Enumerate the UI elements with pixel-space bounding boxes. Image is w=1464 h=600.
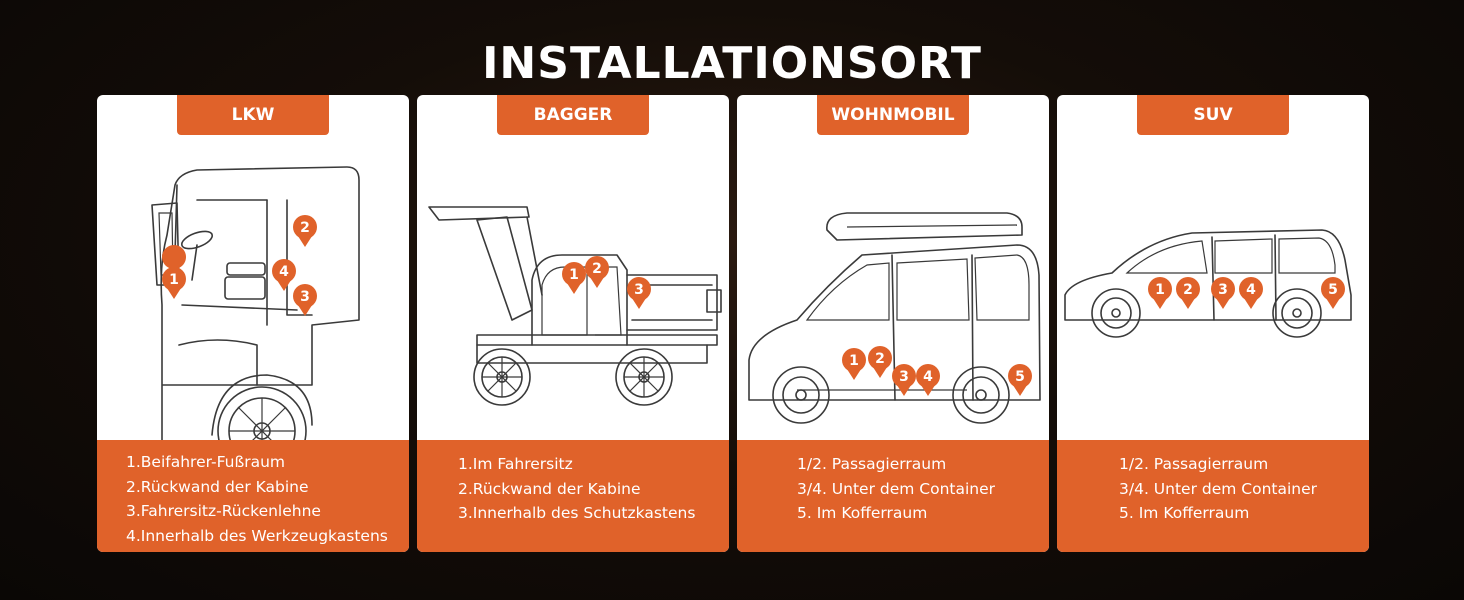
location-item: 1/2. Passagierraum bbox=[797, 455, 947, 473]
pin-marker: 1 bbox=[562, 262, 586, 294]
card-bagger: BAGGER 1 2 3 1.Im Fahrersitz 2.Rückwand … bbox=[417, 95, 729, 552]
card-lkw: LKW 1 2 3 4 1.Beifahrer-Fußraum 2.Rückw bbox=[97, 95, 409, 552]
pin-marker: 3 bbox=[1211, 277, 1235, 309]
pin-label: 5 bbox=[1328, 282, 1338, 298]
van-illustration bbox=[748, 212, 1041, 424]
pin-marker: 5 bbox=[1008, 364, 1032, 396]
pin-label: 1 bbox=[569, 267, 579, 283]
pin-label: 4 bbox=[923, 369, 933, 385]
pin-marker: 5 bbox=[1321, 277, 1345, 309]
pin-marker: 4 bbox=[916, 364, 940, 396]
card-tab-wohnmobil: WOHNMOBIL bbox=[817, 95, 969, 135]
location-item: 3/4. Unter dem Container bbox=[1119, 479, 1318, 498]
pin-marker: 4 bbox=[272, 259, 296, 291]
pin-marker: 1 bbox=[1148, 277, 1172, 309]
location-item: 1/2. Passagierraum bbox=[1119, 455, 1269, 473]
excavator-illustration bbox=[428, 206, 722, 406]
pin-marker: 2 bbox=[585, 256, 609, 288]
pin-label: 1 bbox=[1155, 282, 1165, 298]
pin-label: 3 bbox=[634, 282, 644, 298]
pin-marker: 3 bbox=[892, 364, 916, 396]
pin-label: 3 bbox=[1218, 282, 1228, 298]
pin-marker: 2 bbox=[868, 346, 892, 378]
location-panel: 1/2. Passagierraum 3/4. Unter dem Contai… bbox=[1057, 440, 1369, 552]
pin-marker: 1 bbox=[842, 348, 866, 380]
card-wohnmobil: WOHNMOBIL 1 2 3 4 5 1/2. Passagierraum 3… bbox=[737, 95, 1049, 552]
pin-label: 3 bbox=[899, 369, 909, 385]
location-item: 2.Rückwand der Kabine bbox=[458, 479, 641, 498]
location-panel: 1.Beifahrer-Fußraum 2.Rückwand der Kabin… bbox=[97, 440, 409, 552]
location-item: 3.Fahrersitz-Rückenlehne bbox=[126, 502, 321, 520]
pin-marker: 1 bbox=[162, 245, 187, 299]
card-tab-bagger: BAGGER bbox=[497, 95, 649, 135]
card-suv: SUV 1 2 3 4 5 1/2. Passagierraum 3/4. Un… bbox=[1057, 95, 1369, 552]
pin-label: 2 bbox=[592, 261, 602, 277]
pin-layer: 1 2 3 4 5 bbox=[842, 346, 1032, 396]
pin-label: 5 bbox=[1015, 369, 1025, 385]
suv-illustration bbox=[1064, 229, 1352, 338]
location-item: 5. Im Kofferraum bbox=[1119, 504, 1250, 522]
pin-layer: 1 2 3 4 bbox=[162, 215, 317, 316]
pin-marker: 4 bbox=[1239, 277, 1263, 309]
pin-marker: 2 bbox=[1176, 277, 1200, 309]
pin-label: 2 bbox=[1183, 282, 1193, 298]
location-item: 1.Im Fahrersitz bbox=[458, 455, 573, 473]
pin-label: 1 bbox=[849, 353, 859, 369]
card-tab-lkw: LKW bbox=[177, 95, 329, 135]
card-tab-suv: SUV bbox=[1137, 95, 1289, 135]
pin-label: 4 bbox=[1246, 282, 1256, 298]
pin-marker: 3 bbox=[627, 277, 651, 309]
location-item: 4.Innerhalb des Werkzeugkastens bbox=[126, 526, 388, 545]
location-item: 3/4. Unter dem Container bbox=[797, 479, 996, 498]
location-item: 2.Rückwand der Kabine bbox=[126, 477, 309, 496]
location-item: 5. Im Kofferraum bbox=[797, 504, 928, 522]
pin-label: 4 bbox=[279, 264, 289, 280]
pin-marker: 3 bbox=[293, 284, 317, 316]
pin-label: 2 bbox=[875, 351, 885, 367]
pin-layer: 1 2 3 bbox=[562, 256, 651, 309]
pin-label: 3 bbox=[300, 289, 310, 305]
page-title: INSTALLATIONSORT bbox=[482, 38, 982, 89]
location-item: 3.Innerhalb des Schutzkastens bbox=[458, 504, 696, 522]
location-panel: 1.Im Fahrersitz 2.Rückwand der Kabine 3.… bbox=[417, 440, 729, 552]
location-item: 1.Beifahrer-Fußraum bbox=[126, 453, 286, 471]
pin-layer: 1 2 3 4 5 bbox=[1148, 277, 1345, 309]
location-panel: 1/2. Passagierraum 3/4. Unter dem Contai… bbox=[737, 440, 1049, 552]
pin-label: 1 bbox=[169, 272, 179, 288]
pin-label: 2 bbox=[300, 220, 310, 236]
pin-marker: 2 bbox=[293, 215, 317, 247]
